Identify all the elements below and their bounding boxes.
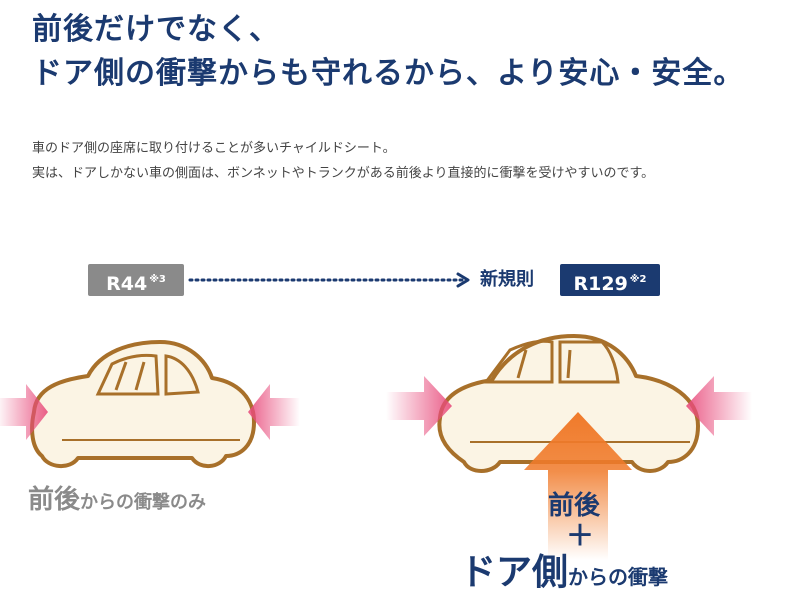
right-caption-front-back: 前後 — [548, 491, 601, 521]
left-caption-strong: 前後 — [28, 485, 81, 515]
r129-note: ※2 — [629, 274, 647, 285]
r44-label: R44 — [106, 273, 148, 295]
lead-text: 車のドア側の座席に取り付けることが多いチャイルドシート。 実は、ドアしかない車の… — [32, 136, 654, 186]
lead-line-2: 実は、ドアしかない車の側面は、ボンネットやトランクがある前後より直接的に衝撃を受… — [32, 166, 655, 181]
r129-badge: R129※2 — [560, 264, 660, 296]
lead-line-1: 車のドア側の座席に取り付けることが多いチャイルドシート。 — [32, 141, 396, 156]
heading-line-1: 前後だけでなく、 — [32, 12, 280, 47]
right-caption-door: ドア側からの衝撃 — [460, 550, 668, 602]
new-rule-label: 新規則 — [480, 269, 534, 290]
dotted-arrow-icon — [188, 272, 470, 288]
right-caption-plus: ＋ — [566, 519, 595, 552]
left-car — [0, 340, 300, 468]
right-caption-rest: からの衝撃 — [568, 565, 669, 589]
heading-line-2: ドア側の衝撃からも守れるから、より安心・安全。 — [32, 56, 745, 91]
r44-badge: R44※3 — [88, 264, 184, 296]
r129-label: R129 — [573, 273, 628, 295]
right-caption-door-side: ドア側 — [460, 552, 569, 593]
left-caption-rest: からの衝撃のみ — [80, 492, 207, 513]
r44-note: ※3 — [149, 274, 166, 285]
right-car — [386, 334, 752, 560]
page-heading: 前後だけでなく、 ドア側の衝撃からも守れるから、より安心・安全。 — [32, 8, 744, 96]
left-caption: 前後からの衝撃のみ — [28, 483, 206, 520]
